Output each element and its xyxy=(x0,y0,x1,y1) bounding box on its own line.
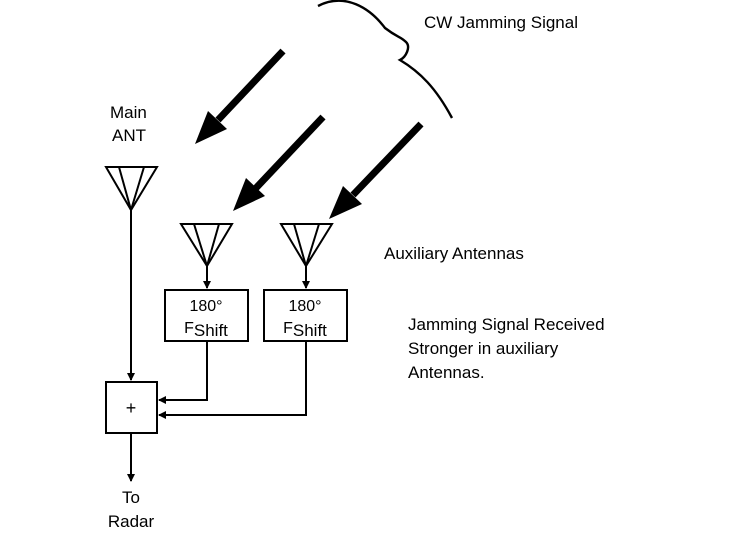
jamming-arrow-3 xyxy=(329,121,424,219)
main-ant-label-line1: Main xyxy=(110,103,147,122)
phase-shifter-2-phase: 180° xyxy=(288,298,321,315)
note-line-2: Stronger in auxiliary xyxy=(408,339,559,358)
jamming-arrow-2 xyxy=(233,114,326,211)
phase-shifter-1-label: FShift xyxy=(184,320,228,340)
note-line-3: Antennas. xyxy=(408,363,485,382)
auxiliary-antenna-2-icon xyxy=(279,223,334,268)
jamming-signal-label: CW Jamming Signal xyxy=(424,13,578,32)
phase-shifter-2: 180° FShift xyxy=(263,289,348,342)
auxiliary-antennas-label: Auxiliary Antennas xyxy=(384,244,524,263)
shifter-2-output-line xyxy=(158,341,307,419)
note-line-1: Jamming Signal Received xyxy=(408,315,605,334)
summer-symbol: + xyxy=(126,398,137,418)
summer-block: + xyxy=(105,381,158,434)
jamming-brace xyxy=(317,0,454,119)
phase-shifter-1: 180° FShift xyxy=(164,289,249,342)
main-ant-label-line2: ANT xyxy=(112,126,146,145)
output-label-line1: To xyxy=(122,488,140,507)
phase-shifter-2-label: FShift xyxy=(283,320,327,340)
auxiliary-antenna-1-icon xyxy=(179,223,234,268)
main-antenna-icon xyxy=(104,166,159,212)
phase-shifter-1-phase: 180° xyxy=(189,298,222,315)
shifter-1-output-line xyxy=(158,341,208,404)
output-label-line2: Radar xyxy=(108,512,155,531)
jamming-arrow-1 xyxy=(195,48,286,144)
